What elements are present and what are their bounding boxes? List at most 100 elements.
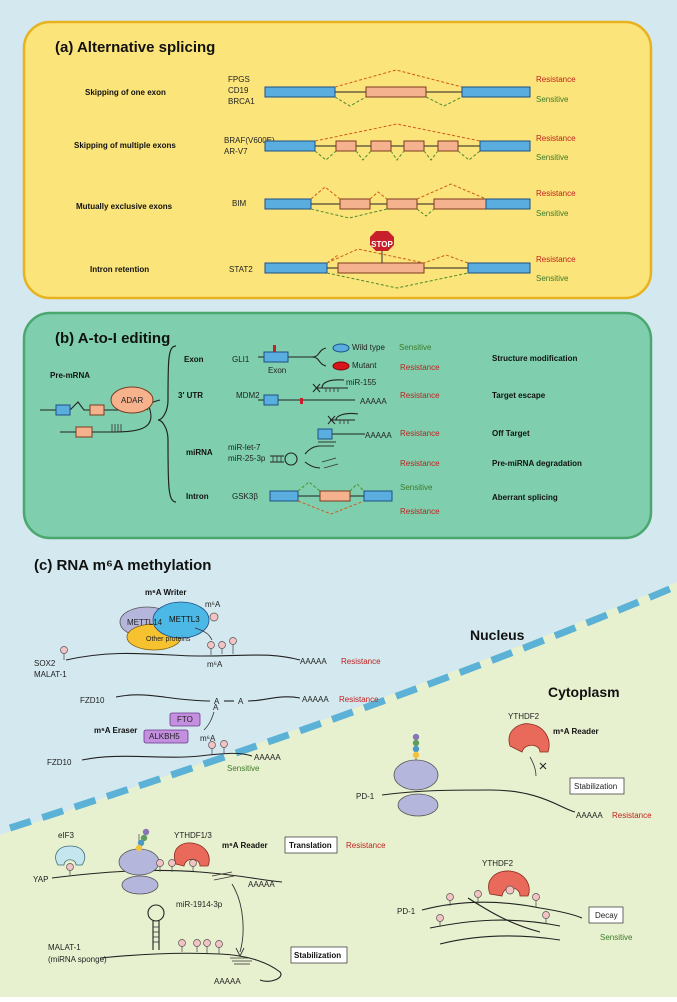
sox2-gene1: SOX2 — [34, 659, 56, 668]
eraser-gene: FZD10 — [47, 758, 72, 767]
sox2-polya: AAAAA — [300, 657, 327, 666]
row2-gene2: AR-V7 — [224, 147, 248, 156]
row2-type: Skipping of multiple exons — [74, 141, 176, 150]
pd1s-reader: YTHDF2 — [508, 712, 540, 721]
mettl3-label: METTL3 — [169, 615, 200, 624]
pd1d-sensitive: Sensitive — [600, 933, 633, 942]
adar-label: ADAR — [121, 396, 143, 405]
panel-c-title: (c) RNA m⁶A methylation — [34, 557, 211, 574]
row2-resistance: Resistance — [536, 134, 576, 143]
utr-resistance: Resistance — [400, 391, 440, 400]
utr-polya: AAAAA — [360, 397, 387, 406]
mirna-gene2: miR-25-3p — [228, 454, 266, 463]
exon-caption: Exon — [268, 366, 286, 375]
row3-sensitive: Sensitive — [536, 209, 569, 218]
exon — [264, 86, 336, 98]
yap-mirna: miR-1914-3p — [176, 900, 223, 909]
utr-mirna: miR-155 — [346, 378, 377, 387]
fzd10a-a1: A — [214, 697, 220, 706]
eraser-m6a: m⁶A — [200, 734, 216, 743]
yap-eif3: eIF3 — [58, 831, 75, 840]
eraser-title: m⁶A Eraser — [94, 726, 137, 735]
pd1d-box — [588, 906, 624, 924]
intron-label: Intron — [186, 492, 209, 501]
alkbh5-label: ALKBH5 — [149, 732, 180, 741]
adar-enzyme — [110, 386, 154, 414]
pd1s-resistance: Resistance — [612, 811, 652, 820]
utr-gene: MDM2 — [236, 391, 260, 400]
pd1s-reader-title: m⁶A Reader — [553, 727, 599, 736]
exon-resistance: Resistance — [400, 363, 440, 372]
pre-mrna-label: Pre-mRNA — [50, 371, 90, 380]
row4-gene1: STAT2 — [229, 265, 253, 274]
exon-outcome: Structure modification — [492, 354, 577, 363]
mirna-resistance2: Resistance — [400, 459, 440, 468]
fzd10a-gene: FZD10 — [80, 696, 105, 705]
mirna-label: miRNA — [186, 448, 213, 457]
mutant-label: Mutant — [352, 361, 377, 370]
row1-gene1: FPGS — [228, 75, 250, 84]
intron-sensitive: Sensitive — [400, 483, 433, 492]
fto-label: FTO — [177, 715, 193, 724]
utr-label: 3′ UTR — [178, 391, 203, 400]
utr-outcome: Target escape — [492, 391, 546, 400]
mettl3 — [152, 601, 210, 639]
row1-type: Skipping of one exon — [85, 88, 166, 97]
row1-resistance: Resistance — [536, 75, 576, 84]
eraser-polya: AAAAA — [254, 753, 281, 762]
mirna-outcome1: Off Target — [492, 429, 530, 438]
brace — [157, 345, 177, 503]
stop-sign-icon — [370, 231, 394, 251]
exon — [461, 86, 531, 98]
writer-m6a: m⁶A — [205, 600, 221, 609]
pd1d-reader: YTHDF2 — [482, 859, 514, 868]
cytoplasm-label: Cytoplasm — [548, 684, 620, 700]
row4-sensitive: Sensitive — [536, 274, 569, 283]
malat-box — [290, 946, 348, 964]
panel-a-title: (a) Alternative splicing — [55, 39, 215, 56]
panel-b-box — [22, 311, 653, 540]
row4-resistance: Resistance — [536, 255, 576, 264]
row2-sensitive: Sensitive — [536, 153, 569, 162]
ribosome-small — [397, 793, 439, 817]
exon-label: Exon — [184, 355, 204, 364]
other-proteins-label: Other proteins — [146, 636, 191, 643]
pd1s-box — [569, 777, 625, 795]
ythdf2-reader-icon — [508, 723, 550, 753]
exon-sensitive: Sensitive — [399, 343, 432, 352]
row3-type: Mutually exclusive exons — [76, 202, 173, 211]
row1-gene2: CD19 — [228, 86, 249, 95]
malat-sub: (miRNA sponge) — [48, 955, 107, 964]
mirna-polya: AAAAA — [365, 431, 392, 440]
sox2-m6a: m⁶A — [207, 660, 223, 669]
pd1d-gene: PD-1 — [397, 907, 416, 916]
stop-label: STOP — [371, 240, 393, 249]
pd1d-box-label: Decay — [595, 911, 618, 920]
exon — [365, 86, 427, 98]
ribosome-large — [393, 759, 439, 791]
row3-resistance: Resistance — [536, 189, 576, 198]
yap-box — [284, 836, 338, 854]
malat-polya: AAAAA — [214, 977, 241, 986]
exon-gene: GLI1 — [232, 355, 250, 364]
fzd10a-a2: A — [238, 697, 244, 706]
eraser-a: A — [213, 703, 219, 712]
pd1s-box-label: Stabilization — [574, 782, 617, 791]
fto-box — [169, 712, 201, 727]
sox2-gene2: MALAT-1 — [34, 670, 67, 679]
pd1s-polya: AAAAA — [576, 811, 603, 820]
nuclear-membrane — [8, 584, 674, 832]
fzd10a-resistance: Resistance — [339, 695, 379, 704]
wild-type-icon — [332, 343, 350, 353]
panel-b-title: (b) A-to-I editing — [55, 330, 170, 347]
mirna-gene1: miR-let-7 — [228, 443, 261, 452]
ythdf13-reader-icon — [174, 842, 210, 867]
intron-gene: GSK3β — [232, 492, 258, 501]
intron-resistance: Resistance — [400, 507, 440, 516]
malat-box-label: Stabilization — [294, 951, 341, 960]
mirna-resistance1: Resistance — [400, 429, 440, 438]
row2-gene1: BRAF(V600E) — [224, 136, 275, 145]
alkbh5-box — [143, 729, 189, 744]
row1-sensitive: Sensitive — [536, 95, 569, 104]
